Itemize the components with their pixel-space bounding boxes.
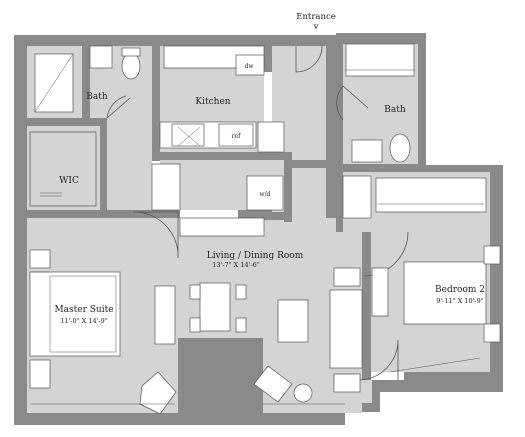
- room-name-bath-right: Bath: [384, 105, 406, 115]
- armchair-living: [253, 365, 293, 403]
- closet-right: [342, 175, 372, 219]
- coffee-table: [277, 299, 309, 343]
- entrance-arrow: v: [313, 22, 319, 32]
- room-name-bedroom2: Bedroom 2: [435, 285, 485, 295]
- room-dims-bedroom2: 9'-11" X 10'-9": [436, 297, 484, 305]
- entrance-label: Entrance: [296, 12, 336, 22]
- side-table: [293, 383, 313, 403]
- master-bed: [29, 271, 121, 357]
- end-table-bottom: [333, 373, 361, 393]
- dresser-master: [154, 285, 176, 345]
- washer-dryer: [246, 175, 284, 211]
- sofa: [329, 289, 363, 369]
- room-name-kitchen: Kitchen: [195, 97, 230, 107]
- dishwasher: [235, 54, 265, 76]
- dining-table: [199, 282, 231, 332]
- room-dims-living: 13'-7" X 14'-6": [212, 261, 260, 269]
- washer-dryer-label: w/d: [260, 191, 271, 198]
- bed2-closet: [375, 177, 487, 213]
- toilet-left: [121, 52, 141, 80]
- armchair-master: [139, 371, 177, 415]
- tub: [345, 43, 415, 77]
- room-name-bath-left: Bath: [86, 92, 108, 102]
- room-name-master: Master Suite: [54, 305, 113, 315]
- dresser-bed2: [371, 267, 389, 317]
- cooktop: [171, 123, 205, 147]
- end-table-top: [333, 267, 361, 287]
- detail-lines: [30, 53, 484, 405]
- refrigerator-label: ref: [232, 133, 241, 140]
- dishwasher-label: dw: [245, 63, 255, 70]
- wall-overlay: [27, 44, 426, 413]
- toilet-right: [389, 133, 411, 163]
- room-name-living: Living / Dining Room: [207, 251, 304, 261]
- room-name-wic: WIC: [59, 176, 79, 186]
- console: [179, 217, 265, 237]
- room-dims-master: 11'-0" X 14'-9": [60, 317, 108, 325]
- bed-2: [403, 261, 487, 325]
- closet-mid: [151, 163, 181, 211]
- fridge: [218, 123, 254, 147]
- sink-right: [351, 139, 383, 163]
- sink-left: [89, 45, 113, 69]
- exterior-walls: [14, 33, 503, 425]
- pantry: [257, 121, 285, 153]
